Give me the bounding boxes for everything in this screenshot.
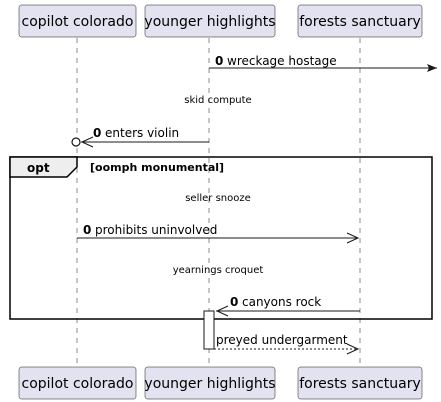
- divider-text: seller snooze: [185, 193, 251, 204]
- divider-skid-compute: skid compute: [184, 95, 251, 106]
- fragment-condition: [oomph monumental]: [90, 161, 224, 174]
- divider-yearnings-croquet: yearnings croquet: [173, 265, 264, 276]
- participant-copilot-colorado-top[interactable]: copilot colorado: [18, 4, 137, 38]
- circle-endpoint-icon: [71, 137, 81, 147]
- message-canyons-rock[interactable]: 0 canyons rock: [215, 295, 360, 317]
- message-preyed-undergarment[interactable]: preyed undergarment: [214, 333, 360, 355]
- fragment-keyword: opt: [27, 161, 50, 175]
- arrowhead-icon: [215, 305, 229, 317]
- participant-label: forests sanctuary: [299, 376, 421, 392]
- participant-forests-sanctuary-top[interactable]: forests sanctuary: [297, 4, 423, 38]
- message-enters-violin[interactable]: 0 enters violin: [71, 126, 209, 148]
- participant-label: copilot colorado: [22, 14, 134, 30]
- divider-seller-snooze: seller snooze: [185, 193, 251, 204]
- message-prohibits-uninvolved[interactable]: 0 prohibits uninvolved: [77, 223, 360, 244]
- message-number: 0: [230, 295, 238, 309]
- participant-label: forests sanctuary: [299, 14, 421, 30]
- participant-label: copilot colorado: [22, 376, 134, 392]
- message-wreckage-hostage[interactable]: 0 wreckage hostage: [209, 54, 437, 72]
- participant-younger-highlights-bottom[interactable]: younger highlights: [144, 366, 276, 400]
- participant-forests-sanctuary-bottom[interactable]: forests sanctuary: [297, 366, 423, 400]
- arrowhead-icon: [427, 64, 437, 72]
- participant-label: younger highlights: [144, 14, 275, 30]
- arrowhead-icon: [80, 136, 94, 148]
- message-text: wreckage hostage: [227, 54, 337, 68]
- message-text: prohibits uninvolved: [95, 223, 217, 237]
- message-number: 0: [215, 54, 223, 68]
- message-number: 0: [93, 126, 101, 140]
- divider-text: skid compute: [184, 95, 251, 106]
- opt-fragment: opt [oomph monumental]: [9, 156, 433, 320]
- divider-text: yearnings croquet: [173, 265, 264, 276]
- message-number: 0: [83, 223, 91, 237]
- participant-younger-highlights-top[interactable]: younger highlights: [144, 4, 276, 38]
- activation-bar: [203, 310, 215, 350]
- arrowhead-icon: [346, 343, 360, 355]
- arrowhead-icon: [346, 232, 360, 244]
- fragment-frame: [9, 156, 433, 320]
- message-text: canyons rock: [242, 295, 321, 309]
- message-text: preyed undergarment: [216, 333, 348, 347]
- participant-copilot-colorado-bottom[interactable]: copilot colorado: [18, 366, 137, 400]
- participant-label: younger highlights: [144, 376, 275, 392]
- message-text: enters violin: [105, 126, 179, 140]
- fragment-tab: [9, 156, 78, 178]
